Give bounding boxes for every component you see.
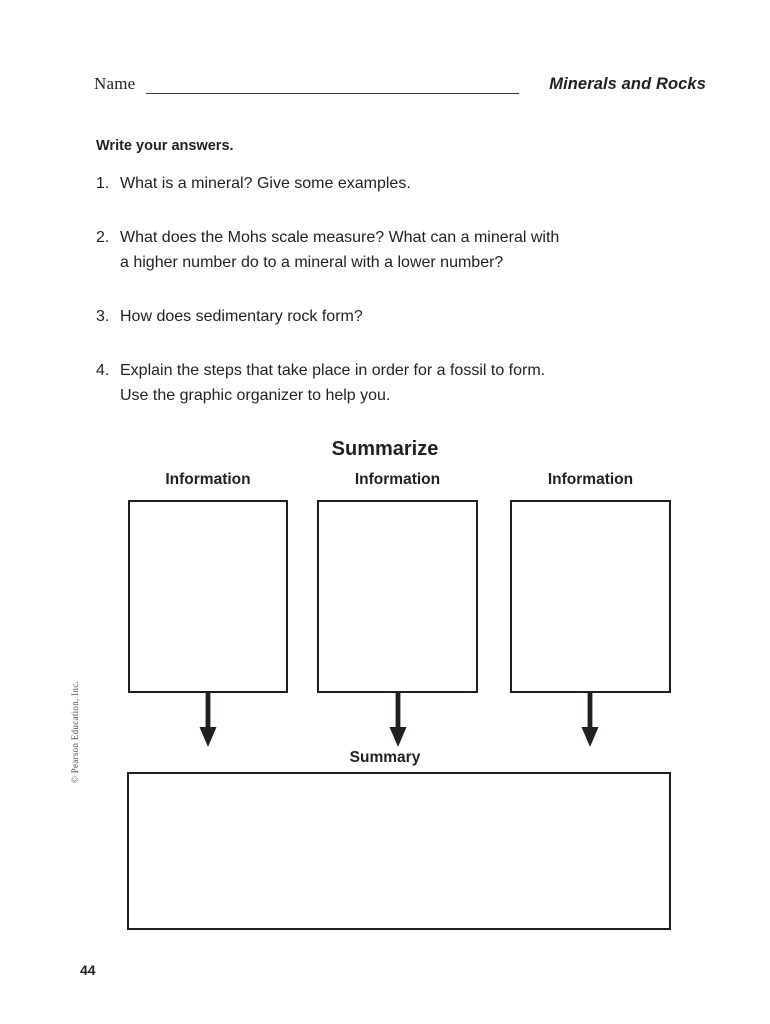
name-label: Name (94, 74, 136, 93)
summary-box[interactable] (127, 772, 671, 930)
page-number: 44 (80, 962, 96, 978)
information-box-3[interactable] (510, 500, 671, 693)
copyright-notice: © Pearson Education, Inc. (70, 680, 80, 783)
information-box-2[interactable] (317, 500, 478, 693)
organizer-title: Summarize (331, 438, 439, 460)
information-label-1: Information (165, 471, 251, 488)
question-text-1: What is a mineral? Give some examples. (120, 175, 411, 192)
question-item-2: 2. What does the Mohs scale measure? Wha… (96, 225, 656, 275)
question-number-4: 4. (96, 362, 110, 379)
question-text-2-line-2: a higher number do to a mineral with a l… (120, 254, 504, 271)
information-box-1[interactable] (128, 500, 288, 693)
information-label-2: Information (354, 471, 441, 488)
down-arrow-icon-1 (196, 693, 220, 747)
question-item-1: 1. What is a mineral? Give some examples… (96, 171, 656, 196)
question-text-4: Explain the steps that take place in ord… (120, 358, 656, 408)
question-number-1: 1. (96, 175, 110, 192)
information-label-3: Information (547, 471, 634, 488)
down-arrow-icon-3 (578, 693, 602, 747)
question-text-2: What does the Mohs scale measure? What c… (120, 225, 656, 275)
question-text-4-line-1: Explain the steps that take place in ord… (120, 362, 546, 379)
unit-title: Minerals and Rocks (549, 75, 706, 93)
question-text-2-line-1: What does the Mohs scale measure? What c… (120, 229, 560, 246)
question-item-3: 3. How does sedimentary rock form? (96, 304, 656, 329)
summary-label: Summary (349, 749, 421, 766)
question-text-4-line-2: Use the graphic organizer to help you. (120, 387, 391, 404)
question-item-4: 4. Explain the steps that take place in … (96, 358, 656, 408)
question-number-2: 2. (96, 229, 110, 246)
directions-heading: Write your answers. (96, 138, 234, 154)
question-text-3: How does sedimentary rock form? (120, 308, 363, 325)
down-arrow-icon-2 (386, 693, 410, 747)
page-header: Name Minerals and Rocks (94, 74, 706, 100)
question-number-3: 3. (96, 308, 110, 325)
name-write-in-line[interactable] (146, 93, 519, 94)
